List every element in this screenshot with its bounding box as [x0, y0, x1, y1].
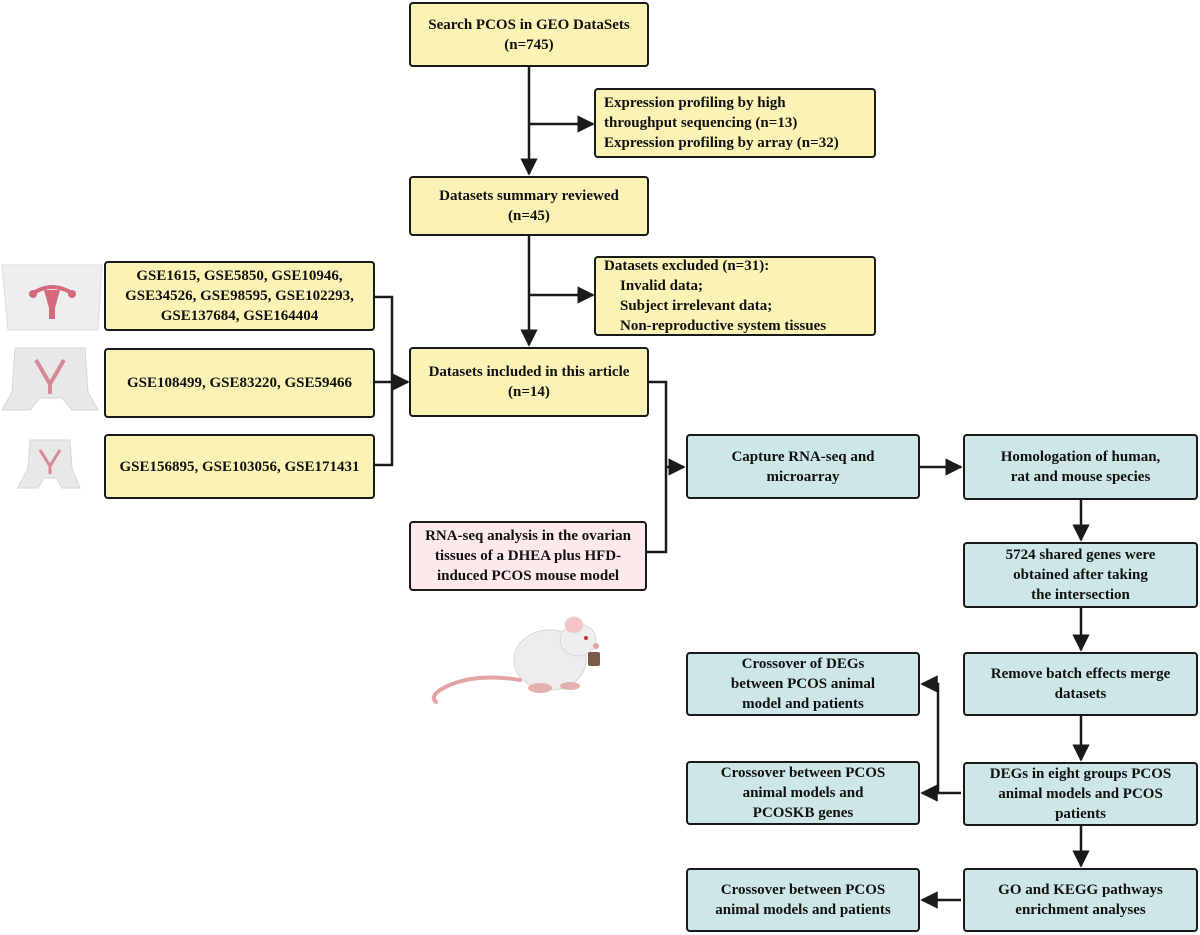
box-datasets-reviewed: Datasets summary reviewed (n=45) — [409, 176, 649, 236]
box-crossover-degs: Crossover of DEGs between PCOS animal mo… — [686, 652, 920, 716]
box-crossover-pcoskb: Crossover between PCOS animal models and… — [686, 761, 920, 825]
rat-uterus-icon — [1, 347, 99, 411]
bracket-to-capture — [647, 380, 668, 554]
box-human-gse: GSE1615, GSE5850, GSE10946, GSE34526, GS… — [104, 261, 375, 331]
box-degs-eight-groups: DEGs in eight groups PCOS animal models … — [963, 762, 1198, 826]
mouse-uterus-icon — [17, 439, 81, 489]
mouse-icon — [431, 616, 600, 704]
box-datasets-included: Datasets included in this article (n=14) — [409, 347, 649, 417]
box-remove-batch: Remove batch effects merge datasets — [963, 652, 1198, 716]
box-mouse-gse: GSE156895, GSE103056, GSE171431 — [104, 434, 375, 499]
box-expression-profiling: Expression profiling by high throughput … — [594, 88, 876, 158]
box-shared-genes: 5724 shared genes were obtained after ta… — [963, 542, 1198, 608]
box-capture-rnaseq: Capture RNA-seq and microarray — [686, 434, 920, 499]
human-reproductive-system-icon — [1, 264, 103, 331]
box-homologation: Homologation of human, rat and mouse spe… — [963, 434, 1198, 500]
box-rat-gse: GSE108499, GSE83220, GSE59466 — [104, 348, 375, 418]
box-datasets-excluded: Datasets excluded (n=31): Invalid data; … — [594, 256, 876, 336]
arrow-degs-to-cross-degs — [920, 675, 940, 793]
box-go-kegg: GO and KEGG pathways enrichment analyses — [963, 868, 1198, 932]
box-crossover-patients: Crossover between PCOS animal models and… — [686, 868, 920, 932]
box-search-geo: Search PCOS in GEO DataSets (n=745) — [409, 2, 649, 67]
box-rnaseq-mouse-model: RNA-seq analysis in the ovarian tissues … — [409, 521, 647, 591]
